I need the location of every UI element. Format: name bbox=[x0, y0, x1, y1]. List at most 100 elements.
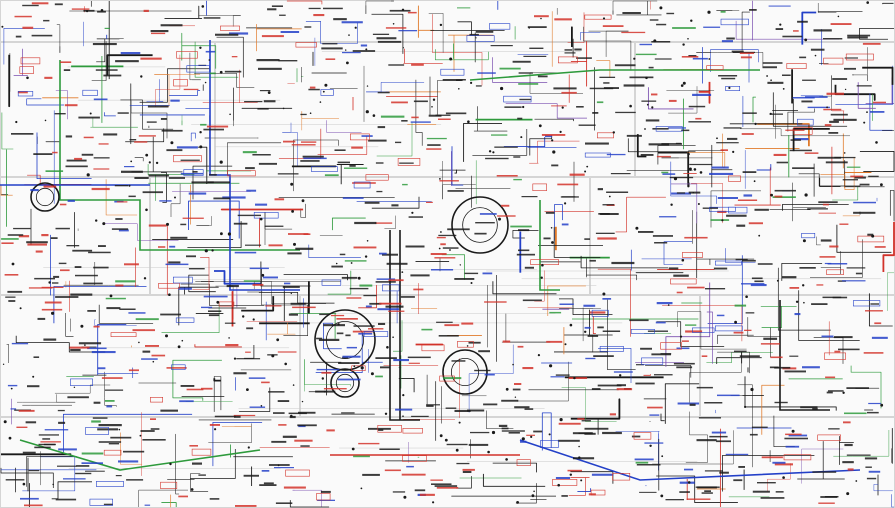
enzyme-label-mark bbox=[588, 493, 596, 496]
enzyme-label-mark bbox=[342, 356, 349, 359]
enzyme-label-mark bbox=[833, 118, 857, 121]
enzyme-label-mark bbox=[158, 246, 166, 248]
pathway-line bbox=[534, 270, 545, 302]
enzyme-label-mark bbox=[287, 252, 302, 255]
enzyme-label-mark bbox=[410, 121, 431, 123]
enzyme-label-mark bbox=[636, 464, 661, 466]
enzyme-label-mark bbox=[11, 342, 29, 345]
enzyme-label-mark bbox=[74, 157, 83, 160]
boxed-enzyme-label bbox=[103, 449, 122, 456]
enzyme-label-mark bbox=[377, 40, 402, 43]
enzyme-label-mark bbox=[464, 272, 479, 275]
enzyme-label-mark bbox=[363, 294, 377, 297]
boxed-enzyme-label bbox=[353, 181, 371, 189]
enzyme-label-mark bbox=[166, 149, 183, 152]
enzyme-label-mark bbox=[602, 330, 621, 332]
enzyme-label-mark bbox=[676, 366, 693, 369]
metabolite-node bbox=[439, 434, 443, 438]
enzyme-label-mark bbox=[160, 409, 178, 412]
boxed-enzyme-label bbox=[584, 152, 611, 158]
boxed-enzyme-label bbox=[365, 174, 389, 181]
pathway-line bbox=[0, 467, 54, 488]
metabolite-node bbox=[80, 324, 84, 328]
enzyme-label-mark bbox=[97, 428, 118, 431]
enzyme-label-mark bbox=[1, 242, 14, 244]
enzyme-label-mark bbox=[261, 35, 284, 38]
metabolite-node bbox=[492, 151, 495, 154]
pathway-line bbox=[688, 150, 725, 161]
enzyme-label-mark bbox=[408, 362, 420, 364]
pathway-line bbox=[873, 484, 893, 492]
enzyme-label-mark bbox=[772, 196, 796, 198]
enzyme-label-mark bbox=[245, 351, 251, 353]
enzyme-label-mark bbox=[76, 465, 90, 467]
metabolite-node bbox=[11, 262, 15, 266]
metabolite-node bbox=[635, 226, 639, 230]
metabolite-node bbox=[403, 495, 407, 499]
pathway-line bbox=[868, 293, 893, 327]
enzyme-label-mark bbox=[382, 253, 398, 256]
enzyme-label-mark bbox=[656, 302, 673, 305]
enzyme-label-mark bbox=[609, 413, 616, 416]
enzyme-label-mark bbox=[647, 330, 668, 332]
enzyme-label-mark bbox=[790, 139, 801, 141]
boxed-enzyme-label bbox=[633, 432, 652, 440]
enzyme-label-mark bbox=[375, 162, 384, 164]
pathway-line bbox=[258, 292, 335, 304]
pathway-line bbox=[580, 255, 668, 269]
enzyme-label-mark bbox=[484, 301, 507, 303]
boxed-enzyme-label bbox=[173, 276, 193, 284]
metabolite-node bbox=[693, 168, 697, 171]
pathway-line bbox=[457, 21, 472, 35]
pathway-line bbox=[747, 317, 780, 337]
enzyme-label-mark bbox=[676, 192, 686, 194]
metabolite-node bbox=[608, 195, 611, 198]
metabolite-node bbox=[73, 386, 76, 388]
metabolite-node bbox=[353, 365, 356, 368]
metabolite-node bbox=[843, 152, 846, 154]
enzyme-label-mark bbox=[792, 167, 815, 169]
metabolite-node bbox=[804, 193, 808, 197]
enzyme-label-mark bbox=[426, 201, 433, 203]
enzyme-label-mark bbox=[537, 75, 548, 78]
metabolite-node bbox=[282, 107, 285, 110]
boxed-enzyme-label bbox=[311, 166, 338, 172]
enzyme-label-mark bbox=[67, 396, 89, 399]
pathway-line bbox=[652, 430, 734, 465]
enzyme-label-mark bbox=[438, 234, 457, 237]
pathway-line bbox=[398, 377, 415, 393]
enzyme-label-mark bbox=[411, 415, 429, 417]
pathway-line bbox=[627, 138, 696, 153]
pathway-line bbox=[656, 475, 738, 504]
enzyme-label-mark bbox=[717, 394, 740, 397]
enzyme-label-mark bbox=[160, 24, 183, 27]
enzyme-label-mark bbox=[762, 62, 783, 64]
enzyme-label-mark bbox=[160, 118, 167, 120]
enzyme-label-mark bbox=[234, 251, 257, 254]
metabolite-node bbox=[745, 295, 748, 299]
enzyme-label-mark bbox=[436, 487, 459, 489]
enzyme-label-mark bbox=[237, 214, 261, 217]
enzyme-label-mark bbox=[294, 439, 313, 442]
enzyme-label-mark bbox=[346, 346, 357, 349]
metabolite-node bbox=[216, 300, 220, 304]
enzyme-label-mark bbox=[784, 370, 806, 373]
metabolite-node bbox=[290, 292, 292, 295]
metabolite-node bbox=[505, 458, 508, 461]
enzyme-label-mark bbox=[555, 477, 571, 480]
pathway-line bbox=[91, 41, 107, 81]
enzyme-label-mark bbox=[635, 53, 657, 56]
metabolite-node bbox=[214, 428, 217, 431]
enzyme-label-mark bbox=[244, 101, 263, 103]
enzyme-label-mark bbox=[259, 484, 277, 486]
enzyme-label-mark bbox=[271, 440, 287, 443]
right-cycle-inner bbox=[450, 357, 480, 387]
pathway-line bbox=[214, 270, 261, 285]
metabolite-node bbox=[348, 34, 350, 36]
enzyme-label-mark bbox=[688, 105, 706, 108]
enzyme-label-mark bbox=[325, 58, 336, 60]
enzyme-label-mark bbox=[358, 332, 373, 335]
enzyme-label-mark bbox=[451, 360, 466, 362]
boxed-enzyme-label bbox=[503, 95, 532, 103]
